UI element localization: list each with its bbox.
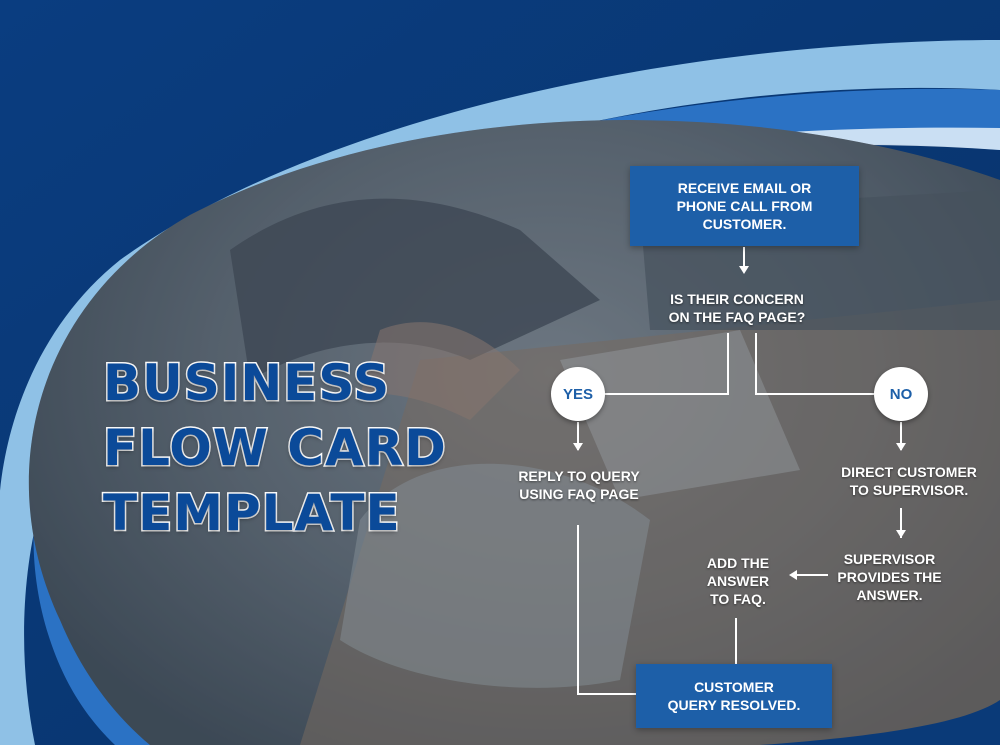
add-answer-step: ADD THE ANSWER TO FAQ. [706, 555, 770, 607]
title-line-1: BUSINESS [101, 354, 391, 412]
no-label: NO [889, 385, 913, 403]
start-label: RECEIVE EMAIL OR PHONE CALL FROM CUSTOME… [676, 180, 813, 232]
no-circle: NO [874, 367, 928, 421]
resolved-box: CUSTOMER QUERY RESOLVED. [636, 664, 832, 728]
title-line-3: TEMPLATE [102, 484, 402, 542]
title-line-2: FLOW CARD [102, 419, 448, 477]
resolved-label: CUSTOMER QUERY RESOLVED. [667, 679, 801, 713]
start-box: RECEIVE EMAIL OR PHONE CALL FROM CUSTOME… [630, 166, 859, 246]
reply-step: REPLY TO QUERY USING FAQ PAGE [518, 468, 640, 502]
yes-circle: YES [551, 367, 605, 421]
decision-question: IS THEIR CONCERN ON THE FAQ PAGE? [668, 291, 806, 325]
supervisor-step: SUPERVISOR PROVIDES THE ANSWER. [837, 551, 942, 603]
yes-label: YES [562, 385, 593, 403]
direct-step: DIRECT CUSTOMER TO SUPERVISOR. [841, 464, 977, 498]
